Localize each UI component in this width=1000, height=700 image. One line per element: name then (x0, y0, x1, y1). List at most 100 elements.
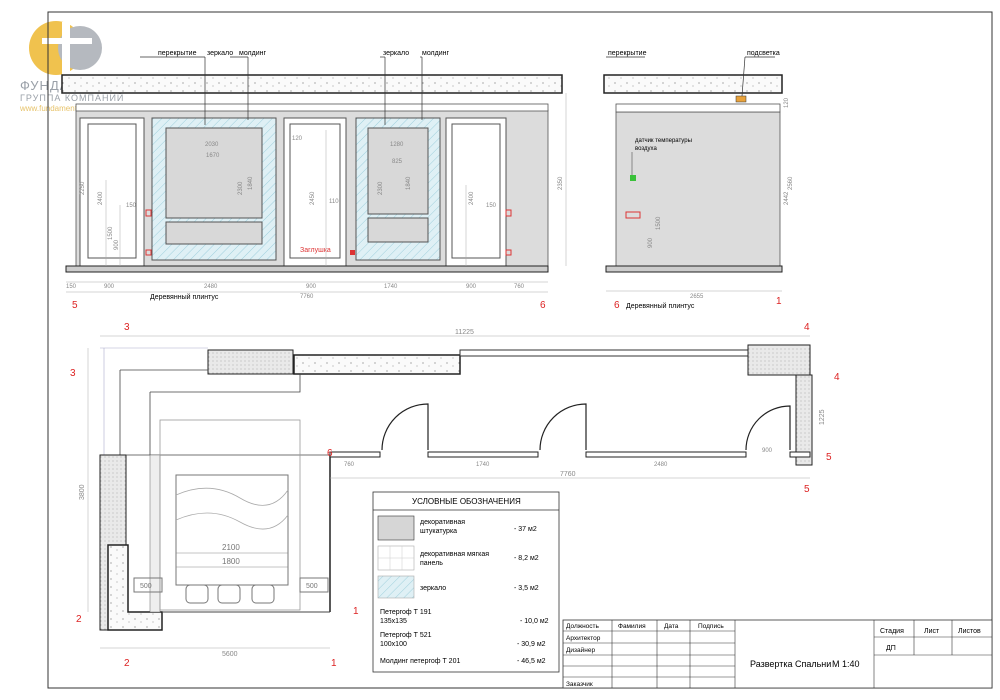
axis-label: 6 (540, 300, 546, 311)
dim-label: 1840 (406, 176, 412, 190)
axis-label: 1 (353, 606, 359, 617)
title-header: Фамилия (618, 623, 646, 630)
dim-label: 1800 (222, 557, 240, 566)
dim-label: 150 (486, 203, 497, 209)
company-logo (18, 18, 148, 118)
axis-label: 4 (834, 372, 840, 383)
title-header: Подпись (698, 623, 724, 630)
legend-label: зеркало (420, 585, 446, 592)
dim-label: 150 (66, 284, 77, 290)
light-label: подсветка (747, 50, 780, 57)
dim-label: 11225 (455, 329, 474, 336)
dim-label: 150 (126, 203, 137, 209)
dim-label: 1500 (656, 216, 662, 230)
plug-label: Заглушка (300, 247, 331, 254)
legend-label: Петергоф Т 521 (380, 632, 432, 639)
dim-label: 760 (514, 284, 525, 290)
axis-label: 2 (124, 658, 130, 669)
elevation-left: перекрытие зеркало молдинг зеркало молди… (61, 50, 567, 311)
soft-panel (79, 117, 145, 267)
sheet-frame (47, 11, 993, 689)
axis-label: 3 (70, 368, 76, 379)
dim-label: 1840 (248, 176, 254, 190)
dim-label: 900 (762, 448, 773, 454)
dim-label: 2560 (788, 176, 794, 190)
dim-label: 900 (114, 239, 120, 250)
axis-label: 1 (776, 296, 782, 307)
baseboard-label: Деревянный плинтус (150, 293, 219, 301)
mirror-label: зеркало (207, 50, 233, 57)
axis-label: 5 (72, 300, 78, 311)
sheet-scale: М 1:40 (832, 659, 860, 669)
legend-label: декоративная мягкая (420, 551, 489, 558)
dim-label: 2250 (80, 181, 86, 195)
soft-panel (445, 117, 507, 267)
legend-label: Петергоф Т 191 (380, 609, 432, 616)
company-subtitle: ГРУППА КОМПАНИЙ (20, 93, 125, 103)
dim-label: 1500 (108, 226, 114, 240)
dim-label: 2100 (222, 543, 240, 552)
molding-label: молдинг (239, 50, 266, 57)
legend-label: штукатурка (420, 528, 457, 535)
legend-value: - 30,9 м2 (517, 641, 546, 648)
legend-swatch (377, 575, 415, 599)
legend-title: УСЛОВНЫЕ ОБОЗНАЧЕНИЯ (412, 497, 521, 506)
dim-label: 110 (329, 199, 339, 205)
legend-value: - 8,2 м2 (514, 555, 539, 562)
sheet-title: Развертка Спальни (750, 659, 831, 669)
axis-label: 2 (76, 614, 82, 625)
sensor-icon (630, 175, 636, 181)
dim-label: 5600 (222, 651, 238, 658)
bed (175, 474, 289, 586)
ceiling-label: перекрытие (158, 50, 197, 57)
stage-value: ДП (886, 645, 896, 652)
floor-baseboard (605, 265, 783, 273)
company-site: www.fundament.ru (20, 104, 87, 113)
dim-label: 1740 (384, 284, 398, 290)
legend-value: - 46,5 м2 (517, 658, 546, 665)
title-header: Дата (664, 623, 679, 630)
legend-value: - 3,5 м2 (514, 585, 539, 592)
elevation-right: перекрытие подсветка датчик температуры … (603, 50, 794, 311)
title-header: Должность (566, 623, 600, 630)
title-row: Заказчик (566, 681, 593, 688)
axis-label: 4 (804, 322, 810, 333)
dim-label: 2350 (558, 176, 564, 190)
dim-label: 900 (104, 284, 115, 290)
sensor-label: воздуха (635, 146, 657, 152)
title-row: Архитектор (566, 635, 601, 642)
legend-label: Молдинг петергоф Т 201 (380, 658, 460, 665)
ceiling-slab (61, 74, 563, 94)
axis-label: 6 (614, 300, 620, 311)
dim-label: 2442 (784, 191, 790, 205)
dim-label: 2655 (690, 294, 704, 300)
dim-label: 2480 (204, 284, 218, 290)
legend-swatch (377, 515, 415, 541)
dim-label: 120 (292, 136, 303, 142)
dim-label: 500 (140, 583, 152, 590)
legend-value: - 37 м2 (514, 526, 537, 533)
title-row: Дизайнер (566, 646, 595, 654)
dim-label: 825 (392, 159, 403, 165)
axis-label: 6 (327, 448, 333, 459)
bed-outline (159, 419, 301, 611)
legend-label: декоративная (420, 519, 465, 526)
dim-label: 1225 (819, 409, 826, 425)
stage-header: Листов (958, 628, 981, 635)
ceiling-slab (603, 74, 783, 94)
dim-label: 760 (344, 462, 355, 468)
dim-label: 2450 (310, 191, 316, 205)
axis-label: 3 (124, 322, 130, 333)
molding-label: молдинг (422, 50, 449, 57)
wall-plaster (615, 111, 781, 267)
ceiling-label: перекрытие (608, 50, 647, 57)
stage-header: Лист (924, 628, 940, 635)
dim-label: 900 (306, 284, 317, 290)
dim-label: 500 (306, 583, 318, 590)
dim-label: 2480 (654, 462, 668, 468)
dim-label: 900 (466, 284, 477, 290)
dim-total: 7760 (300, 294, 314, 300)
sensor-label: датчик температуры (635, 138, 692, 144)
dim-label: 120 (784, 97, 790, 108)
